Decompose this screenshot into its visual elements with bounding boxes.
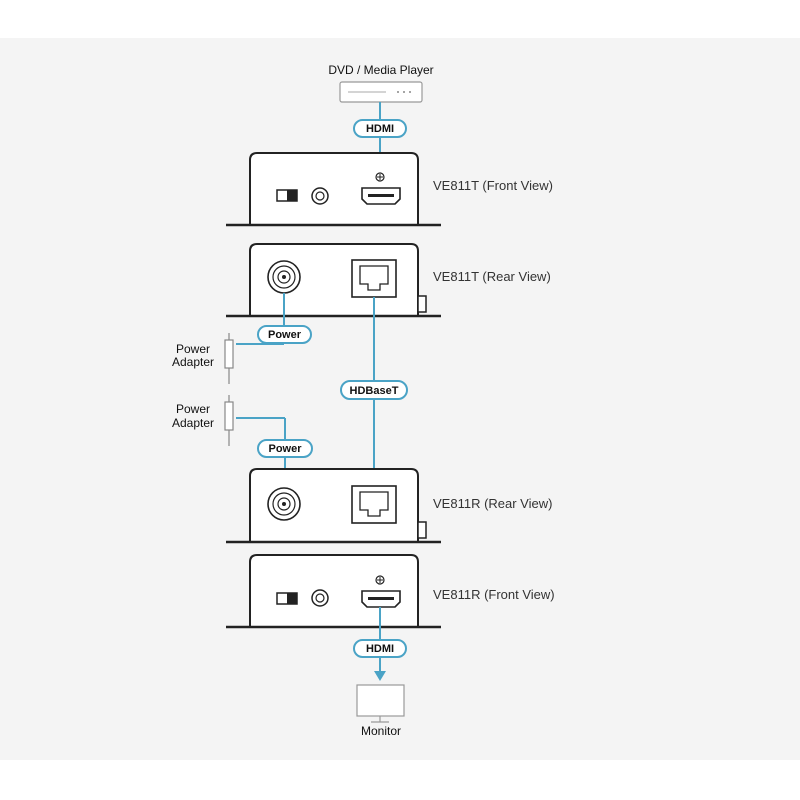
hdmi-tag-bottom-label: HDMI bbox=[366, 643, 394, 655]
audio-jack-icon bbox=[311, 187, 329, 205]
hdbaset-tag-label: HDBaseT bbox=[350, 385, 399, 397]
power-adapter-label-1-line2: Adapter bbox=[172, 355, 214, 369]
player-label: DVD / Media Player bbox=[328, 63, 433, 77]
power-adapter-label-2-line1: Power bbox=[176, 402, 210, 416]
power-adapter-label-1-line1: Power bbox=[176, 342, 210, 356]
ve811t-rear-label: VE811T (Rear View) bbox=[433, 269, 551, 284]
ve811t-front-unit bbox=[226, 152, 441, 227]
power-tag-tx: Power bbox=[257, 325, 312, 344]
rj45-port-icon bbox=[351, 259, 397, 298]
dc-power-port-icon bbox=[267, 260, 301, 294]
power-adapter-plug-icon-2 bbox=[224, 395, 234, 446]
ve811r-rear-label: VE811R (Rear View) bbox=[433, 496, 552, 511]
power-tag-rx-label: Power bbox=[268, 443, 302, 455]
switch-icon bbox=[276, 189, 298, 202]
dc-power-port-icon bbox=[267, 487, 301, 521]
ve811r-front-label: VE811R (Front View) bbox=[433, 587, 555, 602]
hdmi-tag-top: HDMI bbox=[353, 119, 407, 138]
ve811t-front-label: VE811T (Front View) bbox=[433, 178, 553, 193]
hdmi-port-icon bbox=[361, 172, 401, 205]
ve811r-front-unit bbox=[226, 554, 441, 629]
ve811r-rear-unit bbox=[226, 468, 441, 544]
switch-icon bbox=[276, 592, 298, 605]
power-adapter-label-2-line2: Adapter bbox=[172, 416, 214, 430]
monitor-label: Monitor bbox=[361, 724, 401, 738]
audio-jack-icon bbox=[311, 589, 329, 607]
power-tag-rx: Power bbox=[257, 439, 313, 458]
hdmi-tag-bottom: HDMI bbox=[353, 639, 407, 658]
media-player-icon bbox=[339, 81, 423, 103]
rj45-port-icon bbox=[351, 485, 397, 524]
hdmi-port-icon bbox=[361, 575, 401, 608]
power-tag-tx-label: Power bbox=[268, 329, 302, 341]
ve811t-rear-unit bbox=[226, 243, 441, 318]
monitor-icon bbox=[356, 684, 405, 723]
hdbaset-tag: HDBaseT bbox=[340, 380, 408, 400]
power-adapter-plug-icon-1 bbox=[224, 333, 234, 384]
hdmi-tag-top-label: HDMI bbox=[366, 123, 394, 135]
